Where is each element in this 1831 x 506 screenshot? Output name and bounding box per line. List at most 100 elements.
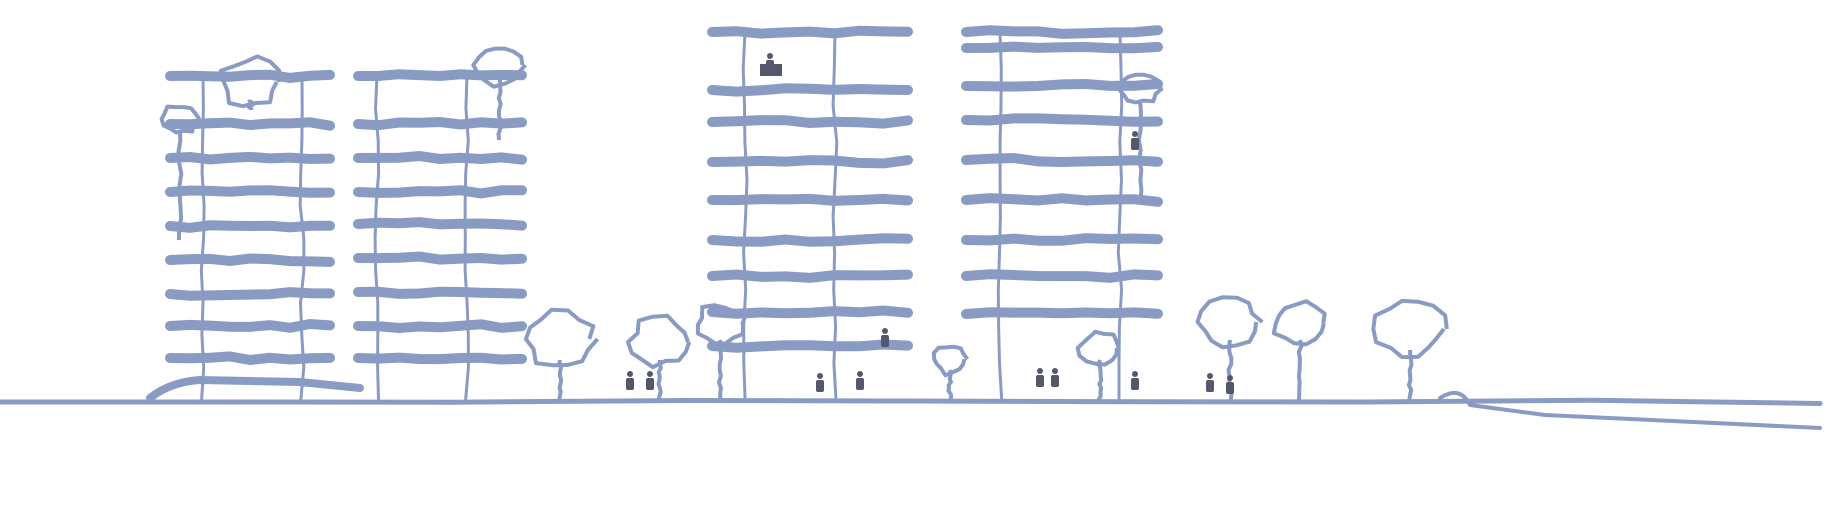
floor-slab [961, 193, 1163, 207]
person-head [1037, 368, 1043, 374]
tree-canopy [1271, 299, 1327, 347]
tree-trunk [1136, 99, 1144, 201]
floor-slab [961, 41, 1163, 54]
tree-sketch [931, 344, 970, 401]
floor-slab [707, 155, 913, 169]
tree-canopy [1195, 295, 1264, 350]
tree-trunk [1096, 359, 1104, 401]
floor-slab [961, 113, 1163, 127]
person-body [881, 335, 889, 347]
person-body [1131, 378, 1139, 390]
tree-trunk [176, 129, 184, 241]
building-1 [165, 69, 335, 401]
tree-canopy [523, 307, 600, 368]
tree-sketch [218, 54, 282, 111]
ground-slope [1438, 390, 1822, 430]
tree-canopy [159, 104, 202, 135]
trees [159, 46, 1449, 401]
tree-canopy [1075, 329, 1121, 367]
person-figure [646, 371, 654, 390]
building-column [199, 75, 206, 401]
person-body [1051, 375, 1059, 387]
tree-trunk [656, 359, 663, 401]
tree-sketch [1075, 329, 1121, 401]
building-column [298, 75, 306, 401]
floor-slab [353, 319, 527, 334]
ground-line [0, 375, 1823, 430]
floor-slab [353, 286, 527, 299]
floor-slab [165, 220, 335, 233]
person-head [1132, 131, 1138, 137]
person-figure [816, 373, 824, 392]
floor-slab [353, 150, 527, 165]
floor-slab [961, 233, 1163, 246]
tree-canopy [931, 344, 970, 378]
floor-slab [707, 339, 913, 353]
person-body [1206, 380, 1214, 392]
person-body [1036, 375, 1044, 387]
people-silhouettes [626, 53, 1234, 394]
person-body [816, 380, 824, 392]
floor-slab [353, 185, 527, 199]
building-4 [961, 25, 1163, 401]
person-head [1052, 368, 1058, 374]
tree-sketch [159, 104, 202, 241]
tree-canopy [471, 46, 527, 89]
floor-slab [165, 185, 335, 198]
person-head [767, 53, 773, 59]
person-head [1132, 371, 1138, 377]
floor-slab [961, 269, 1163, 283]
floor-slab [353, 116, 527, 131]
person-head [627, 371, 633, 377]
floor-slab [165, 287, 335, 301]
person-figure [1051, 368, 1059, 387]
person-head [857, 371, 863, 377]
building-column [463, 75, 470, 401]
person-figure [856, 371, 864, 390]
person-figure [1036, 368, 1044, 387]
floor-slab [165, 69, 335, 83]
floor-slab [165, 351, 335, 366]
floor-slab [961, 152, 1163, 168]
floor-slab [707, 115, 913, 129]
person-figure [1226, 375, 1234, 394]
tree-sketch [695, 303, 748, 401]
building-3 [707, 25, 913, 401]
building-column [996, 31, 1004, 401]
tree-trunk [716, 339, 724, 401]
person-body [1131, 138, 1139, 150]
tree-trunk [1296, 339, 1304, 401]
rooftop-group [760, 64, 782, 76]
floor-slab [707, 269, 913, 283]
floor-slab [707, 233, 913, 247]
tree-sketch [626, 313, 692, 401]
person-body [856, 378, 864, 390]
floor-slab [353, 69, 527, 82]
tree-sketch [1371, 298, 1449, 401]
floor-slab [353, 217, 527, 231]
floor-slab [707, 25, 913, 39]
floor-slab [707, 193, 913, 206]
floor-slab [961, 78, 1163, 92]
floor-slab [353, 251, 527, 265]
person-body [1226, 382, 1234, 394]
floor-slab [165, 151, 335, 165]
tree-canopy [1371, 298, 1449, 360]
person-figure [1131, 371, 1139, 390]
tree-canopy [626, 313, 692, 370]
buildings [165, 25, 1163, 401]
person-head [817, 373, 823, 379]
tree-sketch [1116, 72, 1164, 201]
tree-canopy [218, 54, 282, 109]
tree-canopy [1116, 72, 1164, 105]
floor-slab [707, 83, 913, 97]
person-figure [1206, 373, 1214, 392]
person-figure [1131, 131, 1139, 150]
ground-mound [146, 375, 364, 402]
tree-canopy [695, 303, 748, 346]
floor-slab [165, 318, 335, 333]
floor-slab [353, 352, 527, 365]
floor-slab [961, 25, 1163, 39]
tree-trunk [496, 79, 503, 141]
person-head [647, 371, 653, 377]
